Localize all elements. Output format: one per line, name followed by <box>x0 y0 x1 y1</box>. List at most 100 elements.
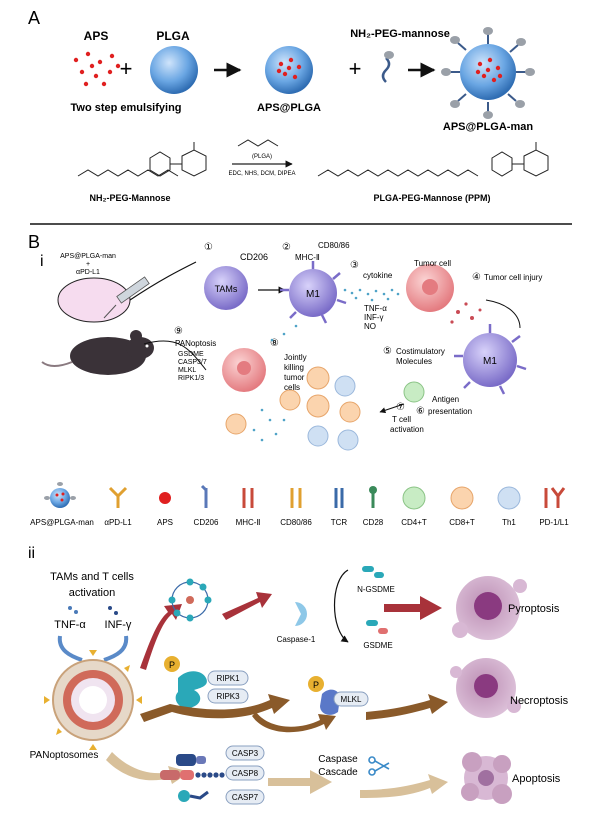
jointly-1: Jointly <box>284 353 307 362</box>
n-gsdme-icon <box>362 566 384 578</box>
pan-connector <box>143 340 207 371</box>
tcell-label-2: activation <box>390 425 424 434</box>
legend-label-3: CD206 <box>194 518 219 527</box>
no-label: NO <box>364 322 376 331</box>
panoptosis-tumor <box>222 348 266 392</box>
panoptosis-label: PANoptosis <box>175 339 216 348</box>
pyroptosis-cell <box>452 576 527 640</box>
ripk1-label: RIPK1 <box>216 674 240 683</box>
legend-icon-mhc <box>242 488 254 508</box>
m1-label-2: M1 <box>483 356 497 367</box>
ii-tnf-label: TNF-α <box>54 619 86 631</box>
casp8-label: CASP8 <box>232 769 259 778</box>
cytokine-label: cytokine <box>363 271 393 280</box>
jointly-4: cells <box>284 383 300 392</box>
mlkl-ii-label: MLKL <box>341 695 362 704</box>
ii-swirl-arrow-left <box>57 635 83 662</box>
caspase1-label: Caspase-1 <box>277 635 316 644</box>
plus-2: + <box>349 56 362 81</box>
step-4: ④ <box>472 272 481 283</box>
aps-plga-man-sphere <box>441 27 535 119</box>
casp3-box <box>225 745 265 761</box>
step-3: ③ <box>350 260 359 271</box>
ii-inf-label: INF-γ <box>105 619 132 631</box>
cytokine-dots <box>343 288 400 302</box>
casp-label: CASP3/7 <box>178 359 207 366</box>
jointly-3: tumor <box>284 373 305 382</box>
tumor-injury-label: Tumor cell injury <box>484 273 542 282</box>
legend: APS@PLGA-man αPD-L1 APS CD206 MHC-Ⅱ CD80… <box>30 482 569 527</box>
tams-label: TAMs <box>215 284 238 294</box>
peg-mannose-icon <box>381 51 394 83</box>
ii-title-1: TAMs and T cells <box>50 571 134 583</box>
n-gsdme-label: N-GSDME <box>357 585 395 594</box>
apoptosis-cell <box>461 752 512 804</box>
gsdme-ii-label: GSDME <box>363 641 392 650</box>
cd8086-label: CD80/86 <box>318 241 350 250</box>
apoptosis-label: Apoptosis <box>512 773 561 785</box>
m1-label-1: M1 <box>306 289 320 300</box>
step-6: ⑥ <box>416 406 425 417</box>
arrow-tan-cascade <box>268 770 332 794</box>
aps-dots <box>73 51 121 87</box>
aps-plga-man-label: APS@PLGA-man <box>443 121 533 133</box>
legend-label-9: CD8+T <box>449 518 475 527</box>
legend-icon-cd8086 <box>290 488 302 508</box>
legend-label-4: MHC-Ⅱ <box>236 518 261 527</box>
jointly-2: killing <box>284 363 304 372</box>
step-7: ⑦ <box>396 402 405 413</box>
arrow-brown-necro <box>366 694 448 720</box>
antigen-label-2: presentation <box>428 407 472 416</box>
arrow-injury-m1 <box>485 299 521 329</box>
plga-label: PLGA <box>156 29 190 43</box>
ripk1-box <box>207 670 249 686</box>
arrow-tan-apop <box>360 774 448 798</box>
aps-plga-dots <box>276 57 302 80</box>
legend-icon-tcr <box>334 488 344 508</box>
step-8: ⑧ <box>270 338 279 349</box>
tumor-debris <box>450 302 482 324</box>
reaction-catalyst-bottom: EDC, NHS, DCM, DIPEA <box>228 171 295 177</box>
arrow-tcell <box>379 403 405 414</box>
tam-cell <box>204 266 248 310</box>
tnf-label: TNF-α <box>364 304 387 313</box>
casp7-box <box>225 789 265 805</box>
mouse-icon <box>41 330 154 375</box>
arrow-brown-mlkl <box>252 712 336 733</box>
arrow-red-pyro <box>384 596 442 620</box>
injection-line3: αPD-L1 <box>76 269 100 276</box>
legend-icon-cd4t <box>402 486 426 510</box>
casp7-label: CASP7 <box>232 793 259 802</box>
aps-plga-label: APS@PLGA <box>257 102 321 114</box>
scissors-icon <box>368 756 390 776</box>
cd206-label: CD206 <box>240 252 268 262</box>
t-cell-antigen <box>403 381 425 403</box>
tumor-cell <box>406 264 454 312</box>
antigen-label-1: Antigen <box>432 395 459 404</box>
legend-label-8: CD4+T <box>401 518 427 527</box>
p-label-2: P <box>313 680 319 690</box>
legend-icon-cd206 <box>200 484 208 508</box>
legend-icon-aps <box>159 492 171 504</box>
panel-a-label: A <box>28 8 40 28</box>
inf-label: INF-γ <box>364 313 384 322</box>
legend-label-6: TCR <box>331 518 348 527</box>
panel-b-label: B <box>28 232 40 252</box>
ii-cytokine-dots <box>68 606 118 615</box>
tumor-cell-label: Tumor cell <box>414 259 451 268</box>
legend-icon-nanoparticle <box>44 482 76 508</box>
phospho-p-1 <box>164 656 180 672</box>
necroptosis-label: Necroptosis <box>510 695 569 707</box>
p-label-1: P <box>169 660 175 670</box>
legend-label-11: PD-1/L1 <box>539 518 569 527</box>
caspase1-icon <box>295 602 307 626</box>
mlkl-box <box>333 691 369 707</box>
plga-sphere <box>150 46 198 94</box>
plus-1: + <box>120 56 133 81</box>
costim-label-2: Molecules <box>396 357 432 366</box>
gsdme-label: GSDME <box>178 351 204 358</box>
cytokine-dots-2 <box>252 324 298 442</box>
reaction-scheme <box>77 139 549 177</box>
injection-line2: + <box>86 261 90 268</box>
step-5: ⑤ <box>383 346 392 357</box>
